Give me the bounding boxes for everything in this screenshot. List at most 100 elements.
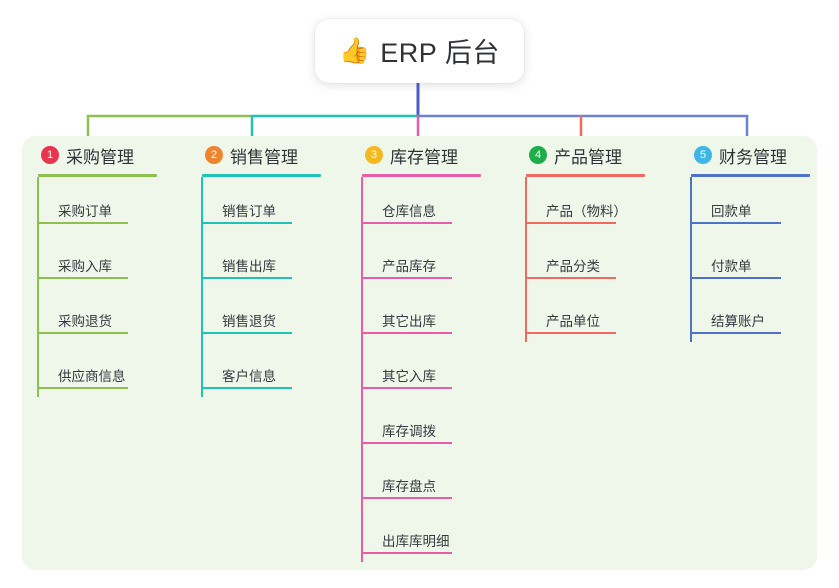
leaf-item-underline (363, 332, 452, 334)
leaf-item-label: 销售出库 (222, 259, 276, 274)
branch-header-3[interactable]: 3 库存管理 (357, 136, 517, 174)
leaf-item[interactable]: 销售出库 (201, 232, 357, 287)
root-node[interactable]: 👍 ERP 后台 (315, 19, 524, 83)
leaf-item-underline (527, 222, 616, 224)
leaf-item-underline (527, 332, 616, 334)
branch-spine (361, 177, 363, 562)
branch-title: 产品管理 (554, 147, 622, 167)
leaf-item-underline (39, 222, 128, 224)
leaf-item[interactable]: 采购退货 (37, 287, 193, 342)
leaf-item-label: 采购订单 (58, 204, 112, 219)
branch-underline (38, 174, 157, 177)
branch-column-4: 4 产品管理产品（物料） 产品分类产品单位 (521, 136, 681, 342)
leaf-item-underline (363, 222, 452, 224)
leaf-item-label: 仓库信息 (382, 204, 436, 219)
leaf-item-label: 产品（物料） (546, 204, 627, 219)
branch-underline (526, 174, 645, 177)
leaf-item-label: 产品单位 (546, 314, 600, 329)
branch-number-badge: 2 (205, 146, 223, 164)
leaf-item[interactable]: 产品（物料） (525, 177, 681, 232)
branch-title: 库存管理 (390, 147, 458, 167)
root-node-content: 👍 ERP 后台 (339, 31, 500, 70)
leaf-item-underline (39, 277, 128, 279)
leaf-item[interactable]: 销售订单 (201, 177, 357, 232)
leaf-item[interactable]: 其它入库 (361, 342, 517, 397)
branch-header-2[interactable]: 2 销售管理 (197, 136, 357, 174)
branch-title: 采购管理 (66, 147, 134, 167)
branch-underline (362, 174, 481, 177)
branch-item-list: 仓库信息产品库存其它出库其它入库库存调拨库存盘点出库库明细 (357, 177, 517, 562)
branch-underline (691, 174, 810, 177)
leaf-item-underline (363, 552, 452, 554)
branch-number-badge: 5 (694, 146, 712, 164)
root-node-title: ERP 后台 (380, 37, 500, 68)
leaf-item[interactable]: 库存调拨 (361, 397, 517, 452)
leaf-item-label: 采购退货 (58, 314, 112, 329)
branch-title: 财务管理 (719, 147, 787, 167)
thumbs-up-emoji: 👍 (339, 35, 371, 65)
leaf-item[interactable]: 产品单位 (525, 287, 681, 342)
leaf-item[interactable]: 仓库信息 (361, 177, 517, 232)
branch-number-badge: 4 (529, 146, 547, 164)
leaf-item-label: 其它入库 (382, 369, 436, 384)
leaf-item[interactable]: 付款单 (690, 232, 839, 287)
leaf-item-label: 销售订单 (222, 204, 276, 219)
leaf-item-underline (692, 277, 781, 279)
leaf-item-label: 产品库存 (382, 259, 436, 274)
branch-item-list: 销售订单销售出库销售退货客户信息 (197, 177, 357, 397)
leaf-item-underline (203, 222, 292, 224)
leaf-item-label: 销售退货 (222, 314, 276, 329)
leaf-item-label: 其它出库 (382, 314, 436, 329)
leaf-item[interactable]: 结算账户 (690, 287, 839, 342)
branch-header-4[interactable]: 4 产品管理 (521, 136, 681, 174)
leaf-item-label: 产品分类 (546, 259, 600, 274)
leaf-item[interactable]: 回款单 (690, 177, 839, 232)
leaf-item-label: 出库库明细 (382, 534, 450, 549)
leaf-item[interactable]: 出库库明细 (361, 507, 517, 562)
leaf-item[interactable]: 产品库存 (361, 232, 517, 287)
branch-column-2: 2 销售管理销售订单销售出库销售退货客户信息 (197, 136, 357, 397)
leaf-item[interactable]: 采购订单 (37, 177, 193, 232)
branch-header-1[interactable]: 1 采购管理 (33, 136, 193, 174)
branch-column-1: 1 采购管理采购订单采购入库采购退货供应商信息 (33, 136, 193, 397)
leaf-item-underline (203, 332, 292, 334)
branch-item-list: 采购订单采购入库采购退货供应商信息 (33, 177, 193, 397)
branch-underline (202, 174, 321, 177)
leaf-item-label: 付款单 (711, 259, 752, 274)
branch-column-3: 3 库存管理仓库信息产品库存其它出库其它入库库存调拨库存盘点出库库明细 (357, 136, 517, 562)
branch-number-badge: 1 (41, 146, 59, 164)
leaf-item-underline (363, 277, 452, 279)
branch-spine (201, 177, 203, 397)
leaf-item-underline (527, 277, 616, 279)
branch-spine (525, 177, 527, 342)
leaf-item-underline (39, 332, 128, 334)
leaf-item-underline (39, 387, 128, 389)
leaf-item[interactable]: 其它出库 (361, 287, 517, 342)
leaf-item-underline (203, 387, 292, 389)
branch-spine (37, 177, 39, 397)
leaf-item-label: 回款单 (711, 204, 752, 219)
branch-number-badge: 3 (365, 146, 383, 164)
leaf-item-underline (363, 497, 452, 499)
branch-columns: 1 采购管理采购订单采购入库采购退货供应商信息 2 销售管理销售订单销售出库销售退货客… (0, 136, 839, 576)
leaf-item-label: 库存调拨 (382, 424, 436, 439)
leaf-item[interactable]: 销售退货 (201, 287, 357, 342)
branch-item-list: 产品（物料） 产品分类产品单位 (521, 177, 681, 342)
branch-header-5[interactable]: 5 财务管理 (686, 136, 839, 174)
leaf-item-underline (203, 277, 292, 279)
leaf-item-label: 结算账户 (711, 314, 765, 329)
leaf-item-label: 客户信息 (222, 369, 276, 384)
leaf-item-underline (363, 387, 452, 389)
leaf-item[interactable]: 供应商信息 (37, 342, 193, 397)
leaf-item-underline (692, 222, 781, 224)
branch-title: 销售管理 (230, 147, 298, 167)
branch-column-5: 5 财务管理回款单付款单结算账户 (686, 136, 839, 342)
leaf-item[interactable]: 采购入库 (37, 232, 193, 287)
leaf-item[interactable]: 库存盘点 (361, 452, 517, 507)
leaf-item[interactable]: 客户信息 (201, 342, 357, 397)
branch-item-list: 回款单付款单结算账户 (686, 177, 839, 342)
leaf-item[interactable]: 产品分类 (525, 232, 681, 287)
leaf-item-label: 供应商信息 (58, 369, 126, 384)
branch-spine (690, 177, 692, 342)
